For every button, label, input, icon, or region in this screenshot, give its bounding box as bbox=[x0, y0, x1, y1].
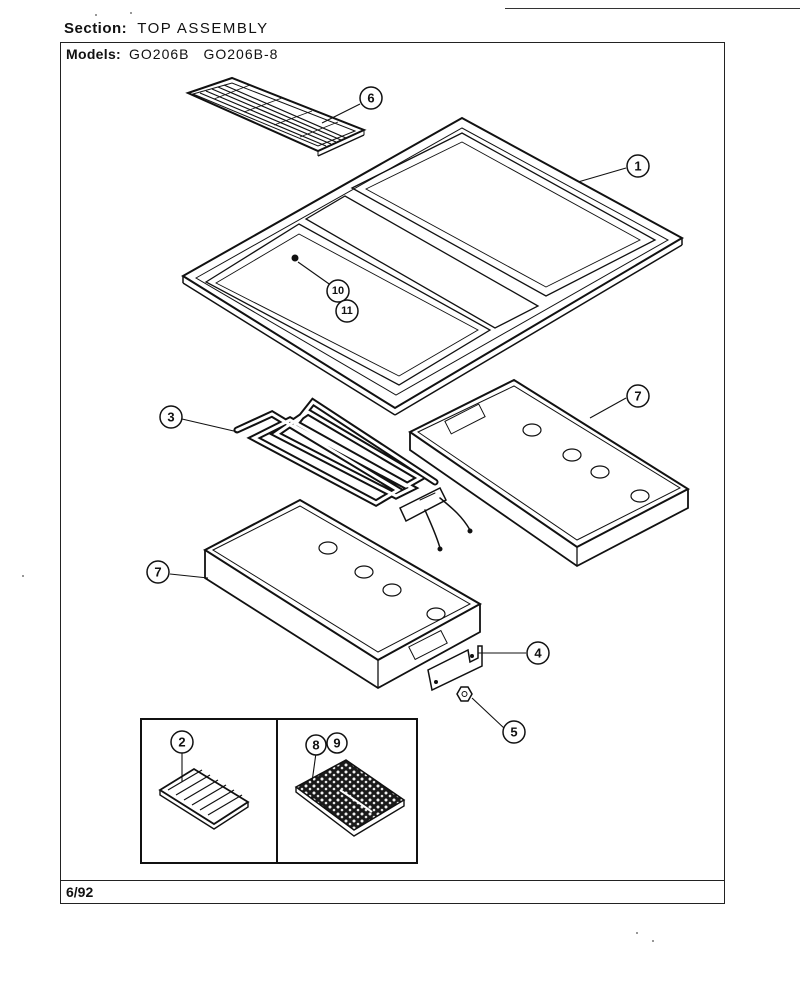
hex-nut bbox=[456, 686, 473, 702]
footer-divider bbox=[60, 880, 725, 881]
inset-panels bbox=[140, 718, 418, 864]
callout-label: 11 bbox=[341, 305, 353, 317]
drip-pan-left bbox=[203, 498, 483, 690]
heating-element bbox=[233, 397, 473, 552]
scan-speck bbox=[95, 14, 97, 16]
section-heading: Section: TOP ASSEMBLY bbox=[64, 20, 269, 37]
callout-label: 9 bbox=[333, 736, 340, 751]
drawing-frame bbox=[60, 42, 725, 904]
callout-1 bbox=[626, 154, 650, 178]
callout-9 bbox=[326, 732, 348, 754]
section-label: Section: bbox=[64, 20, 128, 37]
callout-4 bbox=[526, 641, 550, 665]
grill-grate bbox=[185, 76, 367, 157]
callout-label: 1 bbox=[634, 159, 641, 174]
scan-speck bbox=[652, 940, 654, 942]
drip-pan-right bbox=[408, 378, 691, 568]
callout-7 bbox=[626, 384, 650, 408]
callout-leaders bbox=[169, 103, 627, 783]
callout-5 bbox=[502, 720, 526, 744]
callout-circles bbox=[146, 86, 650, 756]
callout-label: 2 bbox=[178, 735, 185, 750]
grill-rack bbox=[158, 767, 250, 830]
callout-label: 3 bbox=[167, 410, 174, 425]
models-label: Models: bbox=[66, 46, 121, 62]
revision-date: 6/92 bbox=[66, 884, 94, 900]
callout-8 bbox=[305, 734, 327, 756]
callout-6 bbox=[359, 86, 383, 110]
callout-label: 10 bbox=[332, 285, 344, 297]
header-rule bbox=[505, 8, 800, 9]
callout-label: 7 bbox=[154, 565, 161, 580]
callout-label: 4 bbox=[534, 646, 542, 661]
scan-speck bbox=[636, 932, 638, 934]
screw-icon bbox=[291, 254, 299, 262]
scan-speck bbox=[130, 12, 132, 14]
callout-3 bbox=[159, 405, 183, 429]
callout-label: 6 bbox=[367, 91, 374, 106]
cooktop-frame bbox=[181, 116, 685, 416]
models-heading: Models: GO206B GO206B-8 bbox=[66, 46, 278, 62]
lava-rock-tray bbox=[294, 759, 406, 837]
model-number: GO206B bbox=[129, 46, 190, 62]
callout-10 bbox=[326, 279, 350, 303]
callout-7 bbox=[146, 560, 170, 584]
callout-label: 8 bbox=[312, 738, 319, 753]
scan-speck bbox=[22, 575, 24, 577]
model-number: GO206B-8 bbox=[203, 46, 279, 62]
callout-label: 7 bbox=[634, 389, 641, 404]
callout-11 bbox=[335, 299, 359, 323]
mounting-bracket bbox=[427, 645, 483, 692]
callout-label: 5 bbox=[510, 725, 517, 740]
callout-2 bbox=[170, 730, 194, 754]
section-value: TOP ASSEMBLY bbox=[137, 20, 269, 37]
